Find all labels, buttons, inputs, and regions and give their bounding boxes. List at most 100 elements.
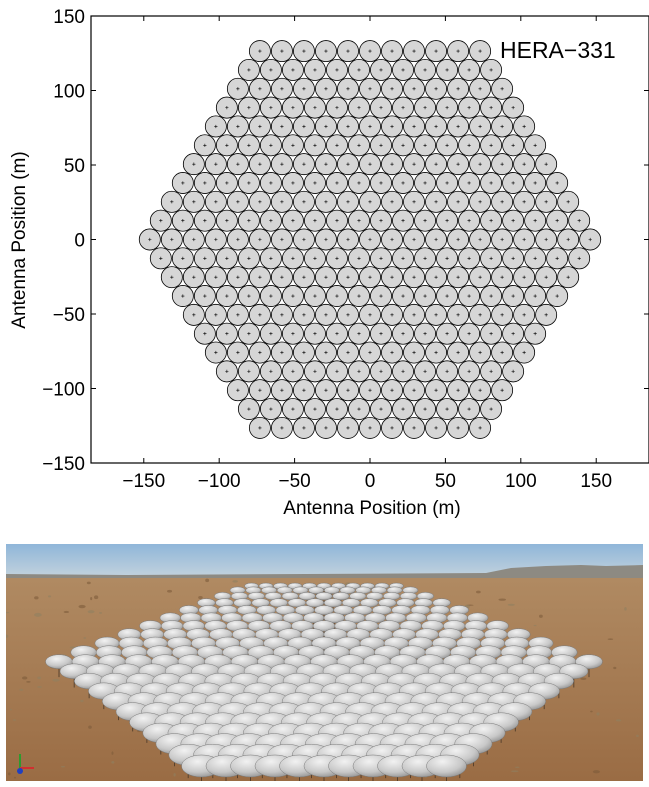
antenna-center-marker-83 (236, 313, 240, 317)
antenna-center-marker-70 (313, 332, 317, 336)
antenna-center-marker-6 (390, 426, 394, 430)
antenna-center-marker-293 (489, 106, 493, 110)
scrub-67 (111, 751, 114, 755)
y-tick-label-5: 100 (53, 82, 85, 103)
antenna-center-marker-177 (181, 219, 185, 223)
antenna-center-marker-24 (258, 388, 262, 392)
dish-array (45, 582, 603, 781)
antenna-center-marker-37 (247, 369, 251, 373)
scrub-121 (87, 610, 95, 614)
antenna-center-marker-96 (522, 313, 526, 317)
scrub-97 (86, 581, 91, 585)
scrub-119 (78, 604, 86, 609)
antenna-center-marker-34 (478, 388, 482, 392)
antenna-center-marker-63 (500, 350, 504, 355)
antenna-center-marker-181 (269, 219, 273, 223)
antenna-center-marker-214 (566, 200, 570, 204)
antenna-center-marker-44 (401, 369, 405, 373)
antenna-center-marker-156 (170, 237, 174, 242)
antenna-center-marker-39 (291, 369, 295, 373)
antenna-center-marker-211 (500, 200, 504, 204)
antenna-center-marker-312 (335, 68, 339, 72)
antenna-center-marker-263 (489, 143, 493, 147)
y-tick-label-0: −150 (42, 454, 85, 475)
antenna-center-marker-256 (335, 143, 339, 147)
antenna-center-marker-240 (346, 162, 350, 166)
antenna-center-marker-139 (247, 256, 251, 260)
antenna-center-marker-114 (533, 294, 537, 298)
antenna-center-marker-153 (555, 256, 559, 260)
scrub-117 (173, 773, 176, 777)
antenna-center-marker-260 (423, 143, 427, 147)
antenna-center-marker-166 (390, 237, 394, 242)
antenna-center-marker-88 (346, 313, 350, 317)
scrub-15 (592, 770, 600, 774)
antenna-center-marker-9 (456, 426, 460, 430)
antenna-center-marker-23 (236, 388, 240, 392)
antenna-center-marker-32 (434, 388, 438, 392)
antenna-center-marker-168 (434, 237, 438, 242)
antenna-center-marker-282 (247, 106, 251, 110)
scrub-118 (590, 710, 593, 713)
axes-gizmo-icon (17, 754, 34, 774)
antenna-center-marker-302 (390, 87, 394, 91)
antenna-center-marker-64 (522, 350, 526, 355)
antenna-center-marker-149 (467, 256, 471, 260)
antenna-center-marker-148 (445, 256, 449, 260)
antenna-center-marker-269 (280, 124, 284, 129)
antenna-center-marker-255 (313, 143, 317, 147)
antenna-center-marker-140 (269, 256, 273, 260)
scrub-5 (613, 666, 617, 670)
scrub-72 (167, 589, 173, 593)
antenna-center-marker-127 (412, 275, 416, 279)
antenna-center-marker-52 (258, 350, 262, 355)
antenna-center-marker-71 (335, 332, 339, 336)
antenna-center-marker-86 (302, 313, 306, 317)
antenna-center-marker-237 (280, 162, 284, 166)
scrub-127 (624, 607, 627, 611)
scrub-70 (607, 638, 614, 640)
antenna-center-marker-215 (181, 181, 185, 185)
antenna-center-marker-231 (533, 181, 537, 185)
antenna-center-marker-236 (258, 162, 262, 166)
antenna-center-marker-286 (335, 106, 339, 110)
antenna-center-marker-151 (511, 256, 515, 260)
dish-17 (323, 586, 340, 594)
antenna-center-marker-222 (335, 181, 339, 185)
antenna-center-marker-105 (335, 294, 339, 298)
antenna-center-marker-191 (489, 219, 493, 223)
antenna-center-marker-154 (577, 256, 581, 260)
antenna-center-marker-152 (533, 256, 537, 260)
antenna-center-marker-209 (456, 200, 460, 204)
antenna-center-marker-320 (258, 49, 262, 53)
antenna-center-marker-122 (302, 275, 306, 279)
scrub-33 (580, 677, 587, 681)
antenna-center-marker-174 (566, 237, 570, 242)
antenna-center-marker-305 (456, 87, 460, 91)
x-tick-label-3: 0 (365, 471, 376, 492)
antenna-center-marker-221 (313, 181, 317, 185)
scrub-26 (6, 611, 10, 614)
antenna-center-marker-17 (379, 407, 383, 411)
antenna-center-marker-170 (478, 237, 482, 242)
antenna-center-marker-176 (159, 219, 163, 223)
antenna-center-marker-188 (423, 219, 427, 223)
antenna-center-marker-68 (269, 332, 273, 336)
scrub-62 (37, 686, 42, 688)
antenna-center-marker-198 (214, 200, 218, 204)
antenna-center-marker-78 (489, 332, 493, 336)
antenna-center-marker-97 (544, 313, 548, 317)
antenna-center-marker-220 (291, 181, 295, 185)
y-tick-label-1: −100 (42, 380, 85, 401)
antenna-center-marker-298 (302, 87, 306, 91)
antenna-center-marker-289 (401, 106, 405, 110)
antenna-center-marker-62 (478, 350, 482, 355)
scrub-58 (94, 595, 99, 600)
y-tick-label-2: −50 (53, 305, 85, 326)
antenna-center-marker-69 (291, 332, 295, 336)
antenna-center-marker-115 (555, 294, 559, 298)
antenna-center-marker-35 (500, 388, 504, 392)
antenna-center-marker-294 (511, 106, 515, 110)
antenna-center-marker-46 (445, 369, 449, 373)
y-tick-label-6: 150 (53, 7, 85, 28)
